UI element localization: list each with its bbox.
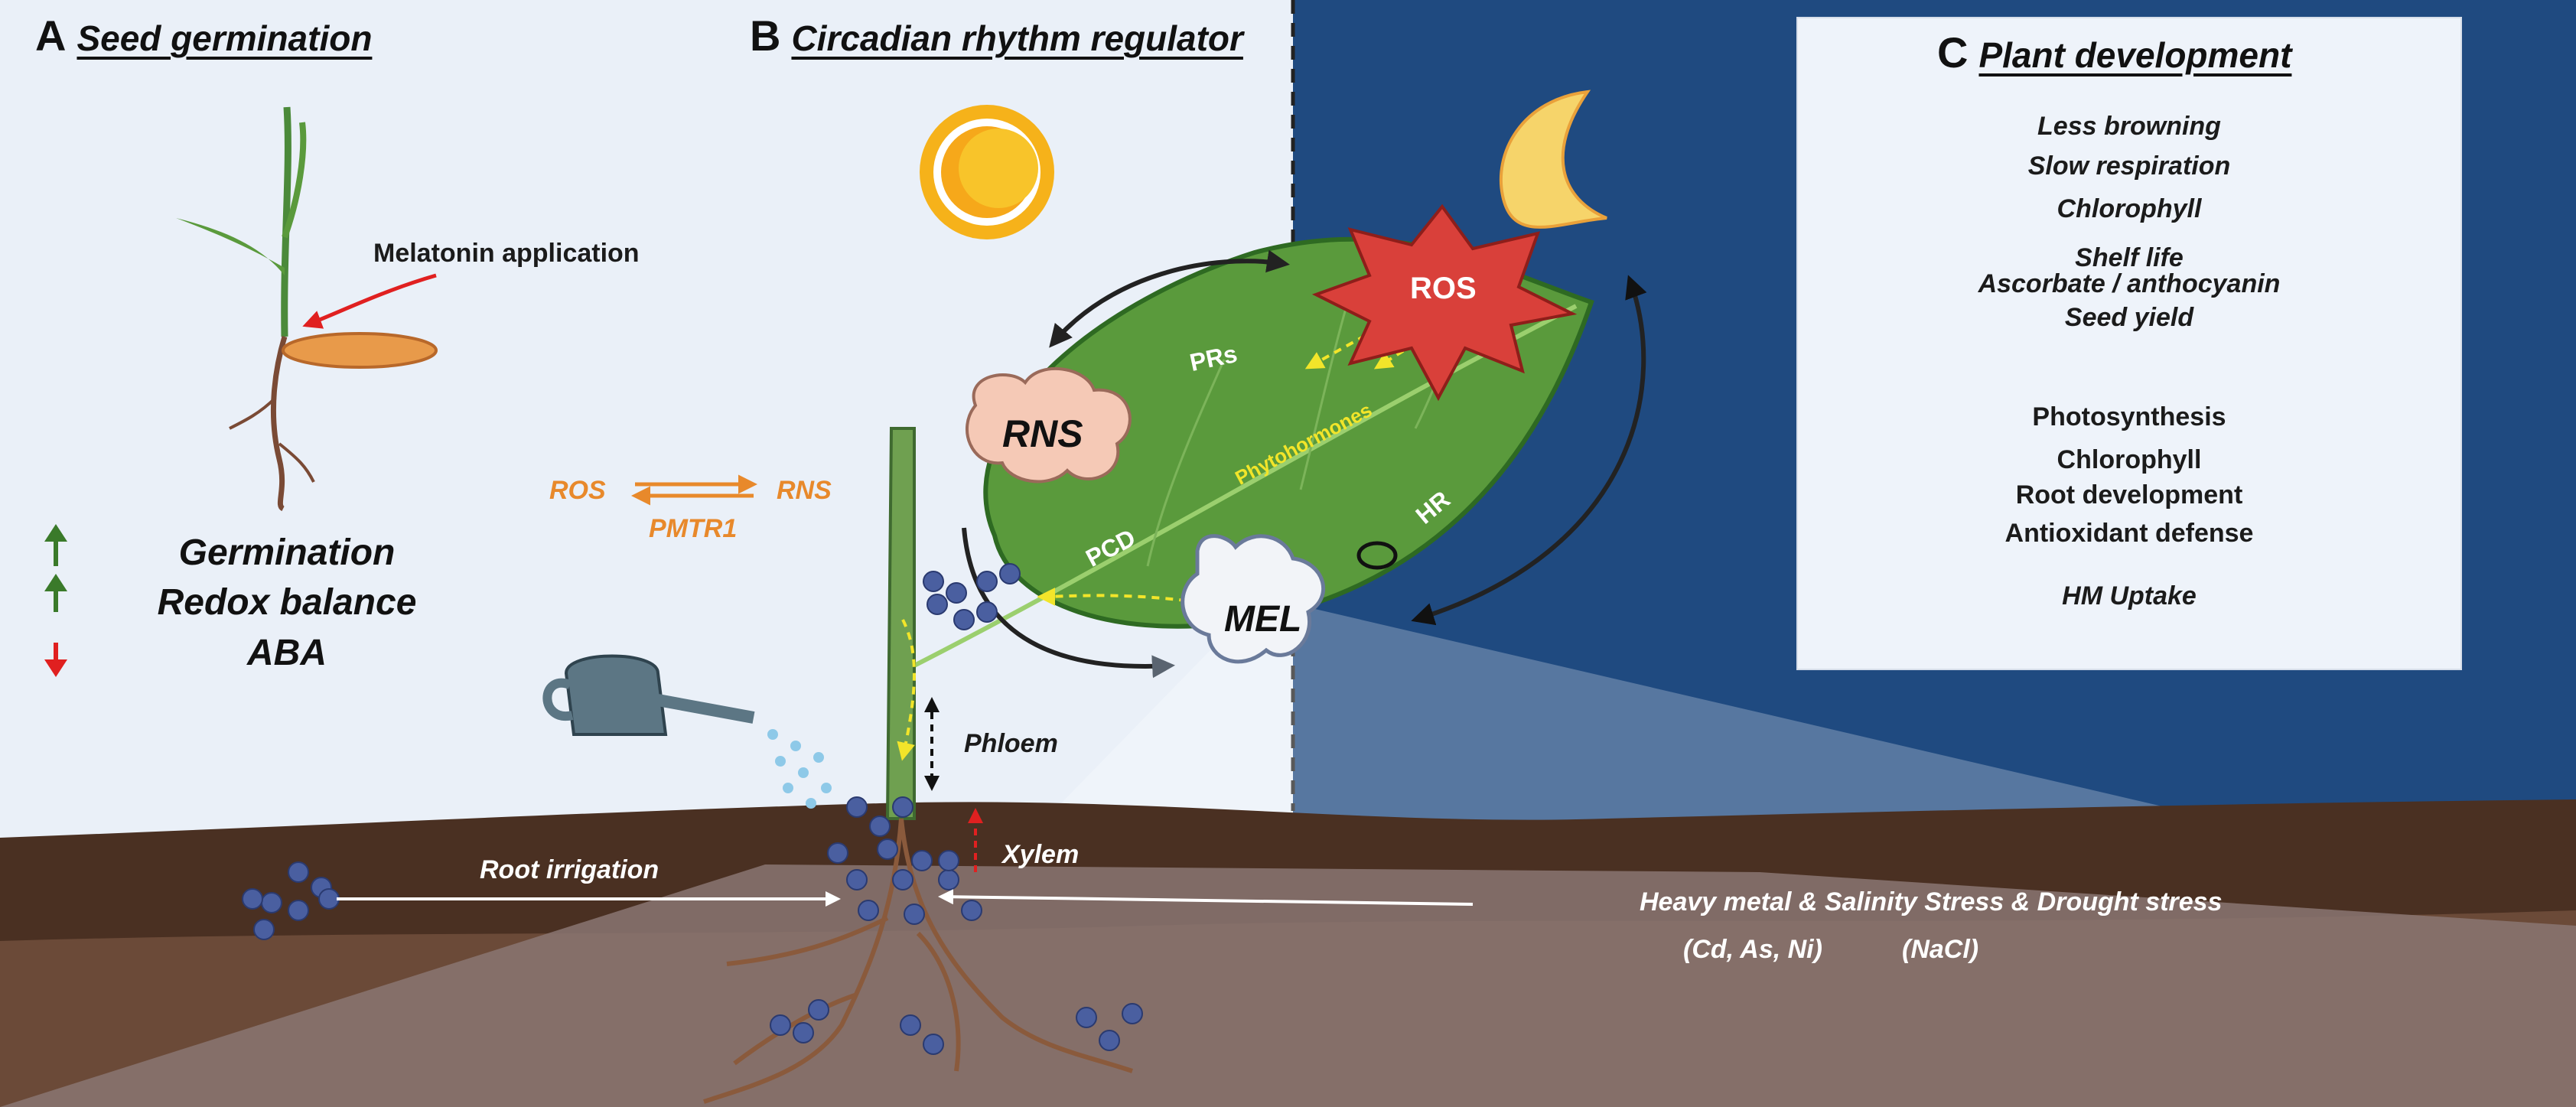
ros-burst-label: ROS — [1410, 272, 1477, 305]
c-chlorophyll-1: Chlorophyll — [2057, 194, 2202, 223]
ros-rns-arrows — [631, 474, 757, 506]
effect-aba: ABA — [247, 633, 327, 673]
seed — [282, 332, 438, 369]
effect-germination: Germination — [178, 532, 396, 573]
c-slow-respiration: Slow respiration — [2027, 151, 2231, 181]
panel-c-letter: C — [1937, 28, 1969, 77]
moon-icon — [1499, 90, 1607, 229]
night-leaf-arrow — [1411, 275, 1647, 626]
c-root-development: Root development — [2015, 480, 2243, 510]
seedling-illustration — [176, 106, 438, 512]
panel-a-indicators — [44, 524, 67, 677]
sun-icon — [920, 105, 1054, 239]
stress-arrow — [938, 889, 1474, 906]
stress-salt-label: (NaCl) — [1902, 935, 1979, 964]
melatonin-application-label: Melatonin application — [373, 239, 640, 268]
mel-label: MEL — [1224, 599, 1302, 640]
c-hm-uptake: HM Uptake — [2062, 581, 2197, 610]
rns-day-night-arrow — [1049, 249, 1290, 348]
phloem-label: Phloem — [964, 729, 1058, 758]
root-irrigation-label: Root irrigation — [480, 855, 659, 884]
roots — [703, 818, 1133, 1104]
signal-arrows — [897, 327, 1440, 761]
panel-a-title-text: Seed germination — [77, 18, 373, 58]
stress-label: Heavy metal & Salinity Stress & Drought … — [1640, 887, 2223, 917]
panel-a-letter: A — [35, 11, 67, 60]
c-photosynthesis: Photosynthesis — [2032, 402, 2226, 431]
c-ascorbate-anthocyanin: Ascorbate / anthocyanin — [1978, 269, 2281, 298]
panel-b-title-text: Circadian rhythm regulator — [791, 18, 1243, 58]
stem — [885, 427, 916, 820]
stem-leaf-arrow — [962, 527, 1175, 679]
effect-redox-balance: Redox balance — [157, 582, 417, 623]
pmtr1-label: PMTR1 — [649, 514, 738, 543]
rns-label-right: RNS — [777, 476, 832, 505]
panel-b-letter: B — [750, 11, 781, 60]
c-antioxidant-defense: Antioxidant defense — [2004, 519, 2254, 548]
c-chlorophyll-2: Chlorophyll — [2057, 445, 2202, 474]
rns-cloud — [966, 366, 1132, 483]
soil-light — [0, 864, 2576, 1107]
c-less-browning: Less browning — [2037, 112, 2221, 141]
mel-badge — [1181, 534, 1326, 664]
ros-label-left: ROS — [549, 476, 606, 505]
panel-c-title-text: Plant development — [1978, 35, 2292, 75]
melatonin-molecules — [242, 563, 1143, 1055]
rns-cloud-label: RNS — [1002, 412, 1083, 455]
stoma — [1356, 541, 1398, 570]
watering-can-icon — [542, 654, 832, 809]
stress-metals-label: (Cd, As, Ni) — [1683, 935, 1822, 964]
xylem-label: Xylem — [1002, 840, 1080, 869]
c-shelf-life: Shelf life — [2075, 243, 2184, 272]
c-seed-yield: Seed yield — [2064, 303, 2194, 332]
